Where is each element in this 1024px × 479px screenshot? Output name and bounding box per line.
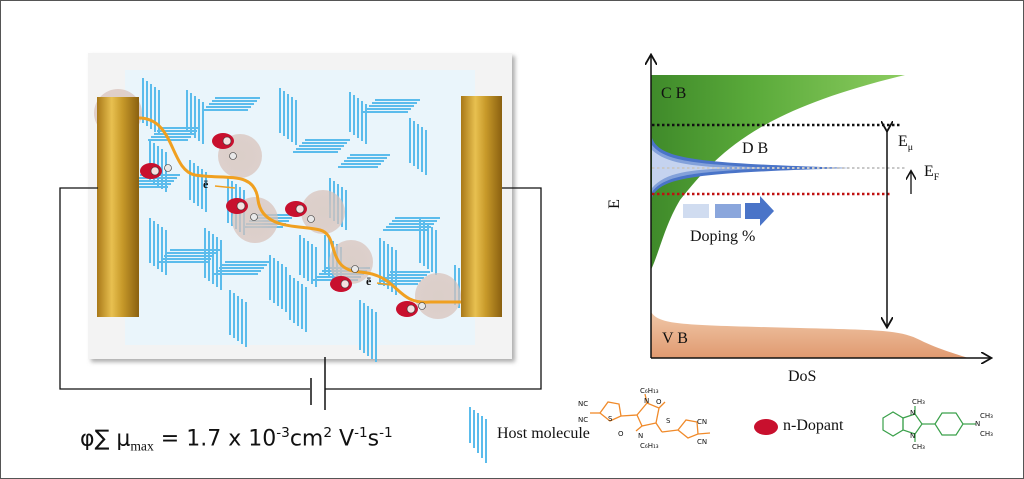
atom-label: CH₃ <box>980 412 993 420</box>
positive-charge-icon <box>406 304 416 314</box>
negative-charge-icon <box>164 164 172 172</box>
formula-sub: max <box>130 438 154 454</box>
formula-value: = 1.7 x 10 <box>153 426 277 452</box>
electron-label: ē <box>203 177 209 191</box>
atom-label: CN <box>697 438 708 446</box>
formula-exp: -1 <box>354 425 368 441</box>
doping-step-2 <box>715 204 741 218</box>
formula-unit: cm <box>289 426 324 452</box>
valence-band <box>651 312 968 358</box>
formula-exp: -3 <box>276 425 290 441</box>
circuit-wire-left <box>59 187 310 390</box>
dopant-molecules <box>140 133 426 317</box>
formula-exp: 2 <box>323 425 333 441</box>
formula-exp: -1 <box>379 425 393 441</box>
host-legend-icon <box>469 407 487 463</box>
mobility-formula: φ∑ μmax = 1.7 x 10-3cm2 V-1s-1 <box>80 425 393 455</box>
positive-charge-icon <box>236 201 246 211</box>
atom-label: CH₃ <box>980 430 993 438</box>
atom-label: S <box>608 415 613 423</box>
atom-label: CH₃ <box>912 443 925 451</box>
formula-prefix: φ∑ μ <box>80 426 131 452</box>
positive-charge-icon <box>295 204 305 214</box>
db-label: D B <box>742 140 769 157</box>
doping-arrow-icon <box>745 196 774 226</box>
halo <box>415 273 461 319</box>
positive-charge-icon <box>222 136 232 146</box>
label-sub: F <box>933 172 940 184</box>
vb-label: V B <box>662 330 688 347</box>
label-sub: μ <box>907 142 914 154</box>
atom-label: NC <box>578 416 589 424</box>
host-structure <box>590 393 711 439</box>
atom-label: C₆H₁₃ <box>640 442 659 450</box>
external-circuit <box>59 187 542 410</box>
negative-charge-icon <box>229 152 237 160</box>
doping-step-1 <box>683 204 709 218</box>
atom-label: N <box>910 432 916 440</box>
dopant-legend-label: n-Dopant <box>783 417 844 434</box>
carrier-arrow <box>214 185 236 189</box>
atom-label: N <box>638 432 644 440</box>
formula-unit: s <box>367 426 380 452</box>
circuit-wire-right <box>325 187 542 390</box>
atom-label: S <box>666 417 671 425</box>
carrier-arrow <box>376 282 391 286</box>
doping-label: Doping % <box>690 228 756 245</box>
atom-label: C₆H₁₃ <box>640 387 659 395</box>
right-electrode <box>461 96 502 317</box>
formula-unit: V <box>332 426 355 452</box>
mobility-edge-label: Eμ <box>898 133 913 153</box>
cb-label: C B <box>661 85 687 102</box>
electron-path <box>138 116 461 304</box>
left-electrode <box>97 97 139 317</box>
atom-label: N <box>975 420 981 428</box>
atom-label: N <box>644 397 650 405</box>
dopant-band-low <box>652 150 730 188</box>
host-legend-label: Host molecule <box>497 425 590 442</box>
positive-charge-icon <box>150 166 160 176</box>
fermi-level-label: EF <box>924 163 939 183</box>
atom-label: CN <box>697 418 708 426</box>
atom-label: N <box>910 409 916 417</box>
label-main: E <box>898 133 908 150</box>
negative-charge-icon <box>418 302 426 310</box>
negative-charge-icon <box>351 265 359 273</box>
electron-label: ē <box>366 274 372 288</box>
positive-charge-icon <box>340 279 350 289</box>
x-axis-label: DoS <box>788 368 817 385</box>
atom-label: O <box>656 398 662 406</box>
atom-label: CH₃ <box>912 398 925 406</box>
atom-label: NC <box>578 400 589 408</box>
negative-charge-icon <box>250 213 258 221</box>
dopant-structure <box>882 406 976 442</box>
label-main: E <box>924 163 934 180</box>
atom-label: O <box>618 430 624 438</box>
negative-charge-icon <box>307 215 315 223</box>
dopant-legend-icon <box>754 419 778 435</box>
halo <box>301 190 345 234</box>
